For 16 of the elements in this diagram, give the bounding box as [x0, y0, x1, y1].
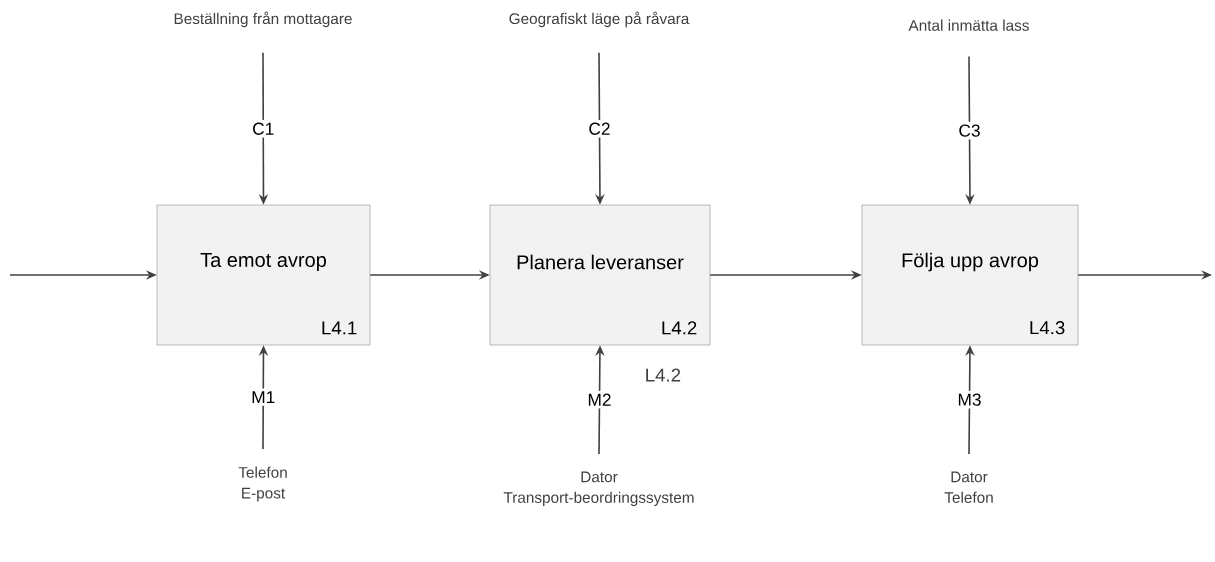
- process-box: Följa upp avrop L4.3: [861, 204, 1079, 346]
- control-label: Antal inmätta lass: [908, 19, 1029, 31]
- box-number: L4.2: [646, 368, 681, 382]
- edge-label: C2: [585, 119, 614, 138]
- edge-label: C1: [249, 119, 277, 138]
- edge-label: M2: [584, 390, 615, 409]
- edge-label: C3: [955, 121, 984, 140]
- edge-label: M1: [248, 388, 278, 406]
- mechanism-label: Dator Transport-beordringssystem: [503, 471, 694, 506]
- process-box: Planera leveranser L4.2: [489, 204, 711, 346]
- control-label: Geografiskt läge på råvara: [509, 11, 690, 28]
- mechanism-label: Telefon E-post: [238, 466, 287, 502]
- control-label: Beställning från mottagare: [174, 11, 352, 28]
- process-box: Ta emot avrop L4.1: [156, 204, 371, 346]
- edge-label: M3: [954, 390, 985, 409]
- mechanism-label: Dator Telefon: [944, 471, 993, 503]
